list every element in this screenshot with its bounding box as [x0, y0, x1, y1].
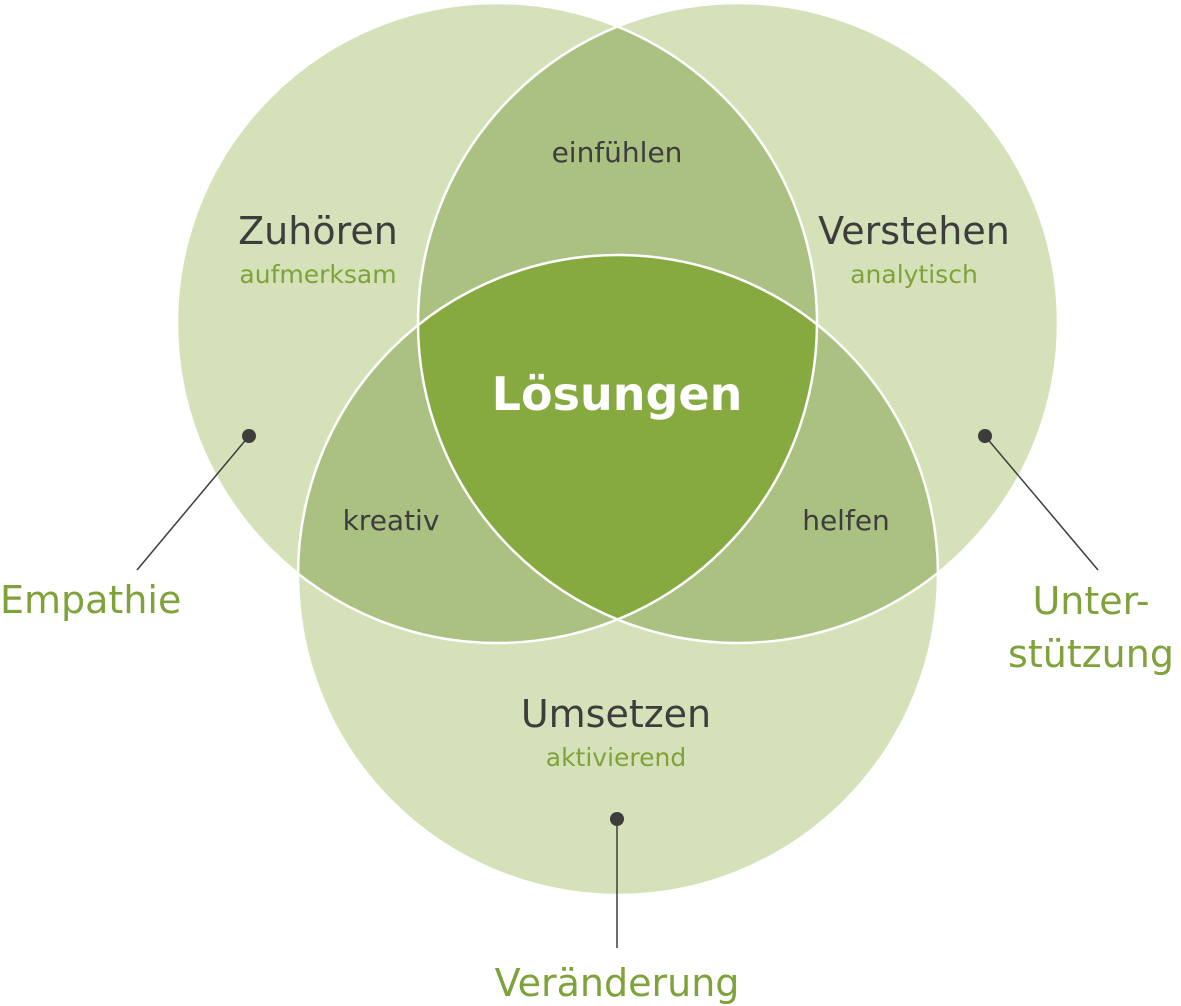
pointer-empathie [136, 429, 256, 571]
circle-name-verstehen: Verstehen [818, 209, 1010, 253]
circle-outlines [175, 1, 1060, 897]
outer-label-veraenderung: Veränderung [495, 961, 740, 1005]
overlap-label-right: helfen [802, 504, 890, 537]
overlap-label-left: kreativ [343, 504, 440, 537]
circle-name-zuhoeren: Zuhören [238, 209, 398, 253]
pointer-dot-veraenderung [610, 812, 624, 826]
circle-subtitle-verstehen: analytisch [850, 260, 978, 289]
pointer-dot-unterstuetzung [978, 429, 992, 443]
circle-name-umsetzen: Umsetzen [521, 692, 711, 736]
pointer-dot-empathie [242, 429, 256, 443]
center-label: Lösungen [492, 367, 743, 421]
overlap-center-area [418, 255, 817, 643]
overlap-label-top: einfühlen [552, 136, 683, 169]
circle-subtitle-zuhoeren: aufmerksam [239, 260, 396, 289]
pointer-veraenderung [610, 812, 624, 948]
circle-subtitle-umsetzen: aktivierend [546, 743, 687, 772]
outer-label-empathie: Empathie [0, 578, 181, 622]
outer-label-unterstuetzung-line1: Unter- [1032, 579, 1149, 623]
pointer-unterstuetzung [978, 429, 1099, 571]
outer-label-unterstuetzung-line2: stützung [1008, 632, 1174, 676]
